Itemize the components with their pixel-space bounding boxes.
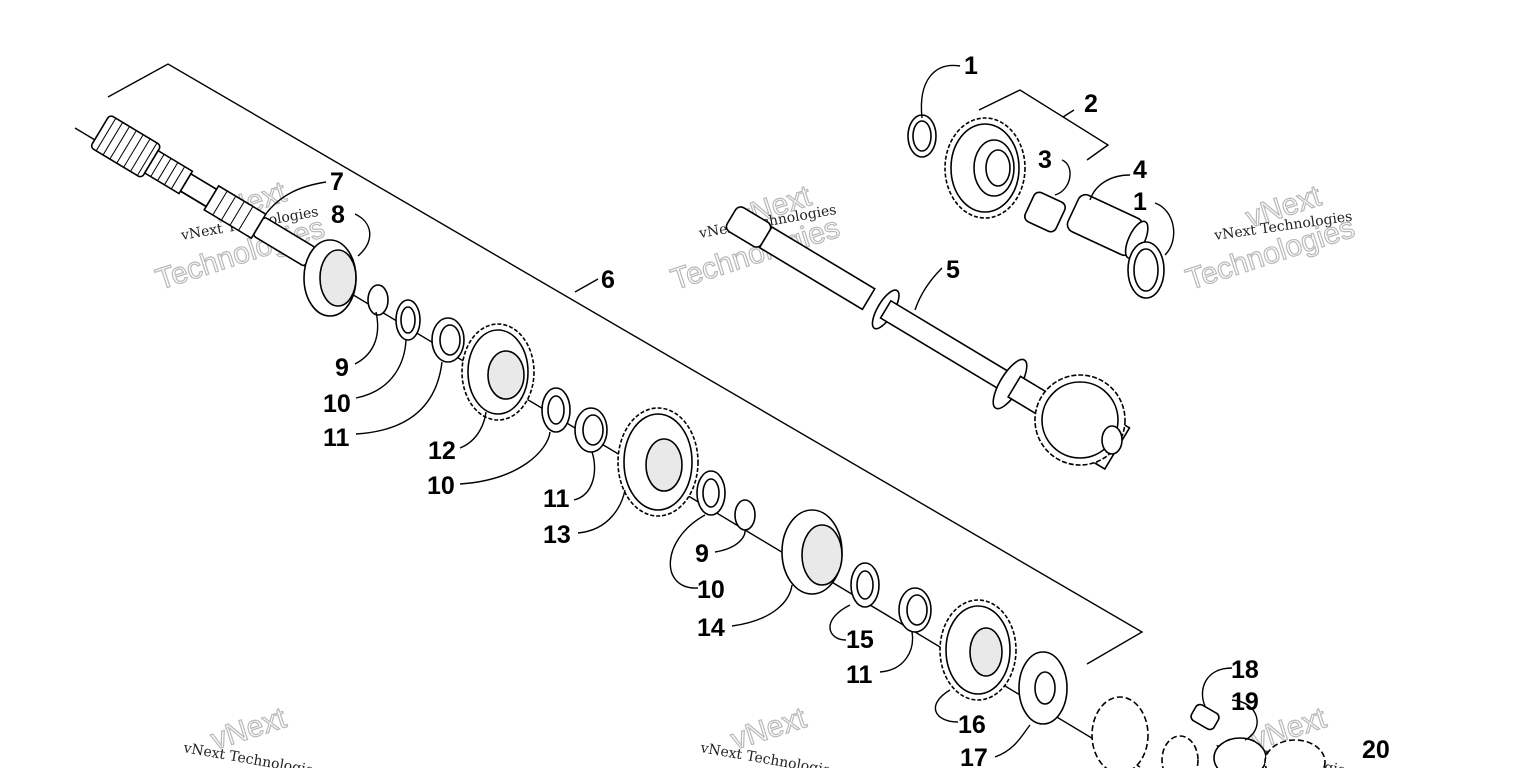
part-3-bushing (1024, 191, 1066, 233)
callout-7: 7 (330, 168, 344, 196)
part-11-needle-bearing (431, 317, 465, 363)
callout-labels: 1 2 3 4 1 5 6 7 8 9 10 11 12 10 11 13 9 … (323, 52, 1390, 768)
callout-1-right: 1 (1133, 188, 1147, 216)
callout-13: 13 (543, 521, 571, 549)
part-13-gear (617, 407, 699, 517)
part-10-washer (395, 299, 421, 341)
part-8-clutch (303, 239, 357, 317)
callout-17: 17 (960, 744, 988, 768)
callout-9-a: 9 (335, 354, 349, 382)
part-11-needle-bearing-2 (574, 407, 608, 453)
watermark-3: vNext Technologies vNext Technologies (1181, 179, 1359, 297)
watermark-5: vNext vNext Technologies (698, 701, 839, 768)
callout-9-b: 9 (695, 540, 709, 568)
part-18-pin (1190, 703, 1220, 731)
callout-1-top: 1 (964, 52, 978, 80)
callout-8: 8 (331, 201, 345, 229)
gear-bracket (978, 89, 1110, 161)
callout-16: 16 (958, 711, 986, 739)
part-19-cover (1213, 737, 1326, 768)
layshaft (725, 206, 1131, 471)
callout-10-c: 10 (697, 576, 725, 604)
callout-12: 12 (428, 437, 456, 465)
callout-18: 18 (1231, 656, 1259, 684)
part-10-washer-2 (541, 387, 571, 433)
part-9-snap-ring-2 (734, 499, 756, 531)
part-15-washer (850, 562, 880, 608)
callout-10-b: 10 (427, 472, 455, 500)
part-4-sleeve (1066, 193, 1149, 260)
part-1-washer-right (1127, 241, 1165, 299)
callout-2: 2 (1084, 90, 1098, 118)
callout-20: 20 (1362, 736, 1390, 764)
part-1-washer-top (907, 114, 937, 158)
callout-11-a: 11 (323, 424, 350, 452)
callout-15: 15 (846, 626, 874, 654)
part-9-snap-ring (367, 284, 389, 316)
callout-10-a: 10 (323, 390, 351, 418)
watermark-4: vNext vNext Technologies (181, 701, 322, 768)
callout-11-b: 11 (543, 485, 570, 513)
main-shaft (90, 115, 316, 267)
callout-19: 19 (1231, 688, 1259, 716)
callout-5: 5 (946, 256, 960, 284)
callout-6: 6 (601, 266, 615, 294)
callout-11-c: 11 (846, 661, 873, 689)
part-16-gear (939, 599, 1017, 701)
part-12-gear (461, 323, 535, 421)
callout-3: 3 (1038, 146, 1052, 174)
part-14-clutch (781, 509, 843, 595)
assembly-bracket (107, 63, 1144, 665)
leader-lines (264, 64, 1258, 758)
part-2-gear (944, 117, 1026, 219)
callout-4: 4 (1133, 156, 1147, 184)
part-10-washer-3 (696, 470, 726, 516)
part-bearing-bottom (1091, 696, 1199, 768)
part-17-thrust-washer (1018, 651, 1068, 725)
part-11-needle-bearing-3 (898, 587, 932, 633)
callout-14: 14 (697, 614, 725, 642)
